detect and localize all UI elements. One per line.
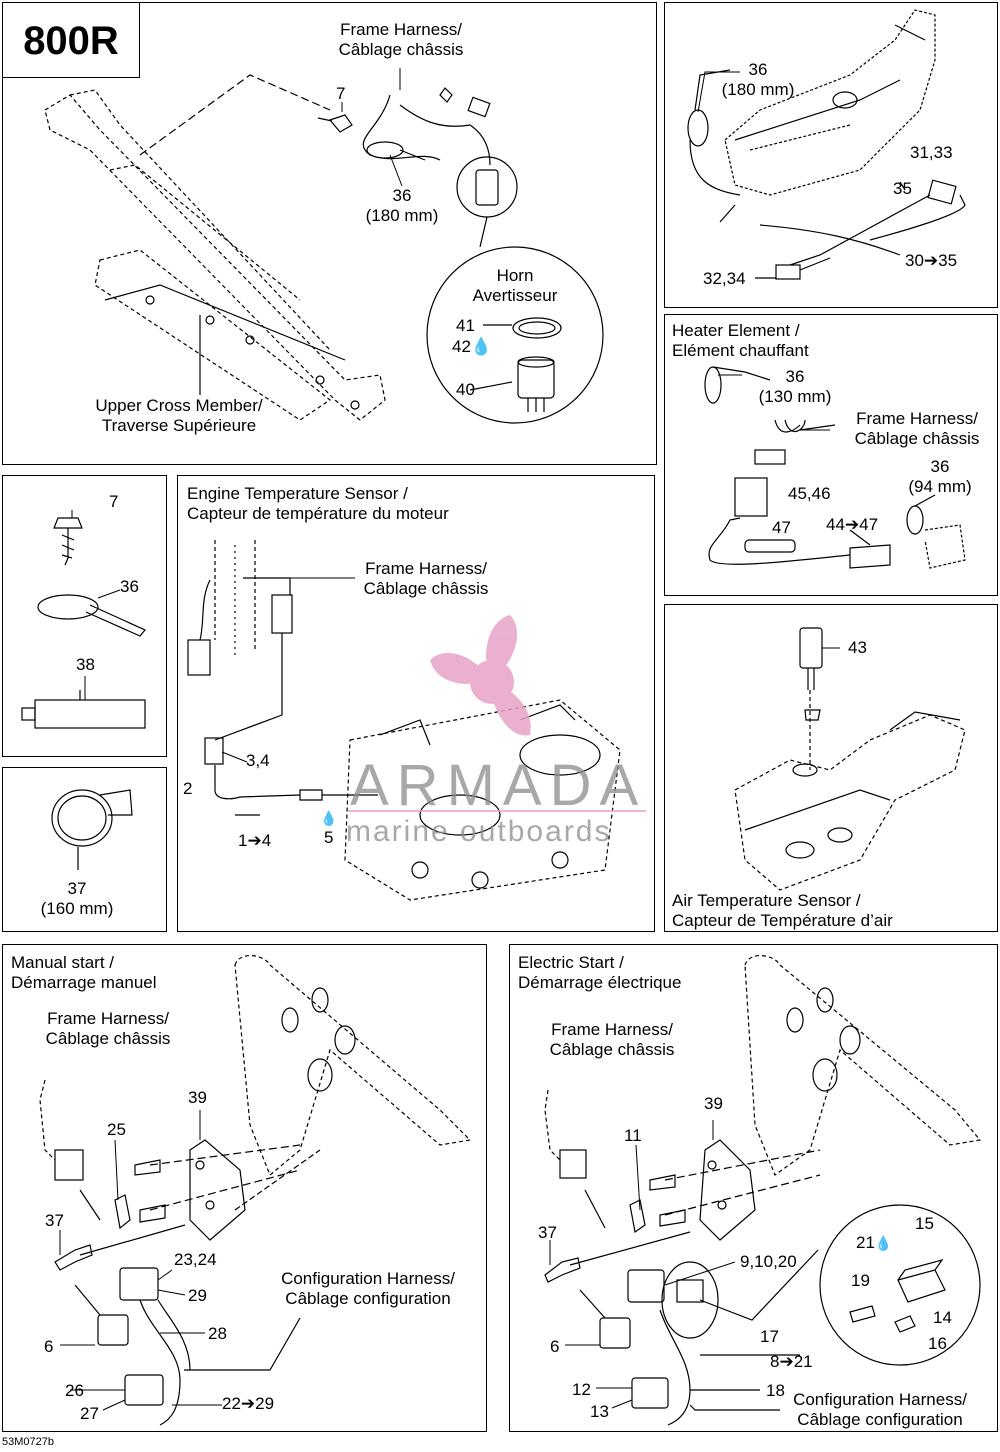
manual-config-harness-label: Configuration Harness/ Câblage configura…: [281, 1269, 455, 1308]
electric-start-illustration: [544, 955, 982, 1426]
engine-temp-illustration: [187, 540, 621, 901]
engine-temp-panel: [177, 475, 655, 932]
frame-harness-label: Frame Harness/ Câblage châssis: [338, 20, 464, 59]
heater-element-illustration: [704, 366, 966, 569]
heater-title: Heater Element / Elément chauffant: [672, 321, 809, 360]
manual-part-25-label: 25: [107, 1120, 126, 1139]
electric-part-18-label: 18: [766, 1381, 785, 1400]
watermark-tagline: marine outboards: [346, 815, 612, 848]
fuel-tank-panel: [664, 2, 998, 308]
electric-config-harness-label: Configuration Harness/ Câblage configura…: [793, 1390, 967, 1429]
air-temp-title: Air Temperature Sensor / Capteur de Temp…: [672, 891, 893, 930]
frame-panel: [2, 2, 657, 465]
electric-part-12-label: 12: [572, 1380, 591, 1399]
part-47-label: 47: [772, 518, 791, 537]
armada-logo-icon: [430, 615, 531, 736]
heater-element-panel: [664, 314, 998, 596]
electric-part-11-label: 11: [624, 1126, 642, 1145]
clamp-illustration: [51, 789, 133, 870]
frame-harness-illustration: [317, 87, 491, 166]
manual-part-28-label: 28: [208, 1324, 227, 1343]
watermark-rule: [348, 810, 646, 812]
electric-part-17-label: 17: [760, 1327, 779, 1346]
parts-38-label: 38: [76, 655, 95, 674]
drop-icon: 💧: [470, 337, 493, 356]
electric-frame-harness-label: Frame Harness/ Câblage châssis: [549, 1020, 675, 1059]
cable-tie-illustration: [37, 594, 146, 637]
manual-start-title: Manual start / Démarrage manuel: [11, 953, 157, 992]
drop-icon: 💧: [874, 1235, 893, 1251]
manual-part-39-label: 39: [188, 1088, 207, 1107]
parts-panel-b: [2, 767, 167, 932]
horn-label: Horn Avertisseur: [472, 266, 558, 305]
air-temp-illustration: [734, 627, 966, 891]
manual-part-27-label: 27: [80, 1404, 99, 1423]
part-40-label: 40: [456, 380, 475, 399]
electric-part-16-label: 16: [928, 1334, 947, 1353]
part-43-label: 43: [848, 638, 867, 657]
part-1-4-label: 1➔4: [238, 831, 272, 850]
horn-illustration: [426, 156, 604, 424]
heater-part-36-label: 36 (130 mm): [758, 367, 832, 406]
manual-part-37-label: 37: [45, 1211, 64, 1230]
part-31-33-label: 31,33: [910, 143, 953, 162]
manual-part-23-24-label: 23,24: [174, 1250, 217, 1269]
leader-lines: [59, 68, 840, 1411]
part-36-label: 36 (180 mm): [365, 186, 439, 225]
heater-part-36b-label: 36 (94 mm): [908, 457, 972, 496]
engine-frame-harness-label: Frame Harness/ Câblage châssis: [363, 559, 489, 598]
parts-36-label: 36: [120, 577, 139, 596]
electric-start-title: Electric Start / Démarrage électrique: [518, 953, 682, 992]
electric-part-9-10-20-label: 9,10,20: [740, 1252, 797, 1271]
electric-part-13-label: 13: [590, 1402, 609, 1421]
part-41-label: 41: [456, 316, 475, 335]
lubricant-tube-illustration: [21, 690, 146, 729]
part-32-34-label: 32,34: [703, 269, 746, 288]
engine-temp-title: Engine Temperature Sensor / Capteur de t…: [187, 484, 449, 523]
fuel-tank-illustration: [687, 9, 966, 280]
part-35-label: 35: [893, 179, 912, 198]
manual-frame-harness-label: Frame Harness/ Câblage châssis: [45, 1009, 171, 1048]
screw-illustration: [53, 517, 83, 566]
electric-start-panel: [509, 944, 998, 1432]
manual-part-22-29-label: 22➔29: [222, 1394, 275, 1413]
part-30-35-label: 30➔35: [905, 251, 958, 270]
electric-part-8-21-label: 8➔21: [770, 1352, 813, 1371]
figure-code: 53M0727b: [2, 1436, 54, 1448]
manual-part-26-label: 26: [65, 1381, 84, 1400]
electric-part-37-label: 37: [538, 1223, 557, 1242]
part-3-4-label: 3,4: [246, 751, 270, 770]
upper-cross-member-label: Upper Cross Member/ Traverse Supérieure: [95, 396, 263, 435]
heater-frame-harness-label: Frame Harness/ Câblage châssis: [854, 409, 980, 448]
manual-part-29-label: 29: [188, 1286, 207, 1305]
electric-part-39-label: 39: [704, 1094, 723, 1113]
parts-7-label: 7: [109, 492, 119, 511]
tank-part-36-label: 36 (180 mm): [721, 60, 795, 99]
electric-part-6-label: 6: [550, 1337, 560, 1356]
manual-start-illustration: [39, 955, 472, 1426]
part-44-47-label: 44➔47: [826, 515, 879, 534]
electric-part-14-label: 14: [933, 1308, 952, 1327]
parts-panel-a: [2, 475, 167, 757]
watermark-brand: ARMADA: [350, 753, 647, 818]
electric-part-21-label: 21💧: [856, 1233, 893, 1252]
manual-start-panel: [2, 944, 487, 1432]
model-title: 800R: [2, 2, 140, 78]
part-42-label: 42💧: [452, 337, 493, 356]
part-5-label: 💧 5: [320, 810, 338, 847]
manual-part-6-label: 6: [44, 1337, 54, 1356]
part-45-46-label: 45,46: [788, 484, 831, 503]
air-temp-panel: [664, 604, 998, 932]
upper-cross-member-illustration: [44, 74, 386, 421]
drop-icon: 💧: [320, 810, 338, 826]
electric-part-15-label: 15: [915, 1214, 934, 1233]
electric-part-19-label: 19: [851, 1271, 870, 1290]
part-2-label: 2: [183, 779, 193, 798]
parts-37-label: 37 (160 mm): [40, 879, 114, 918]
part-7-label: 7: [336, 84, 346, 103]
